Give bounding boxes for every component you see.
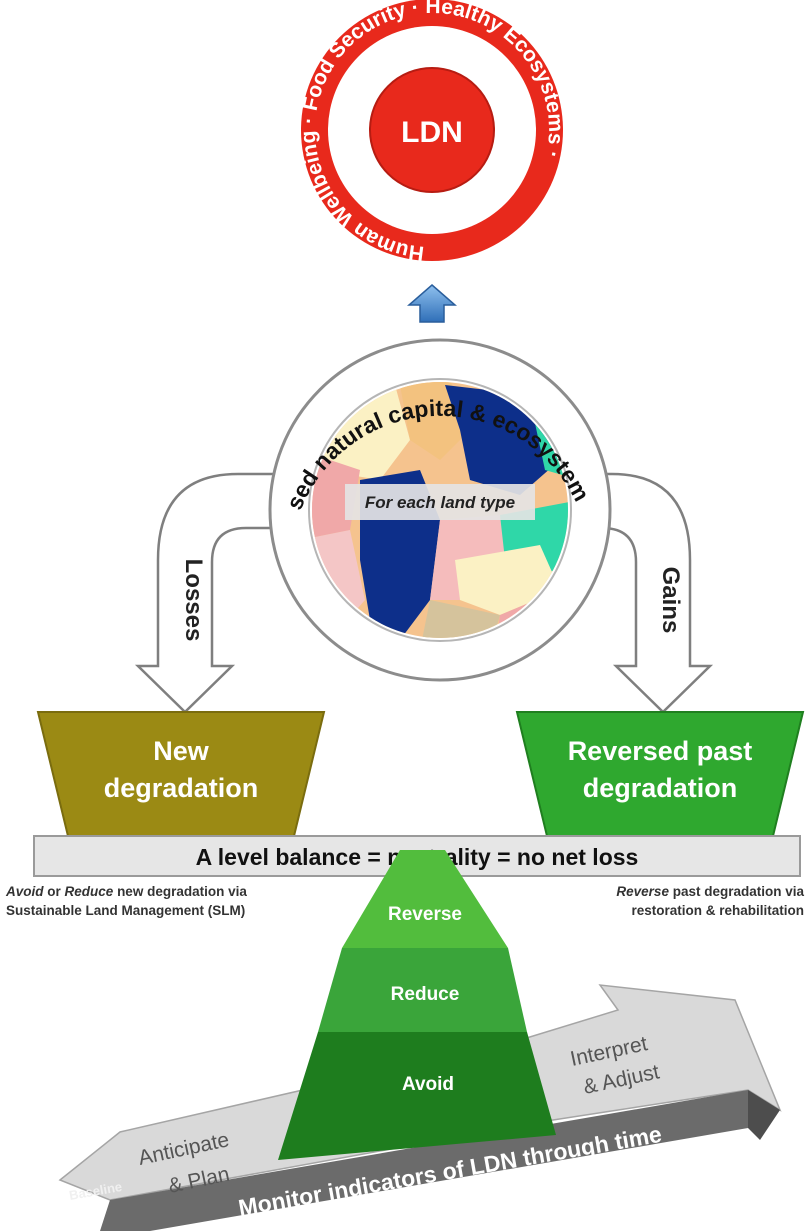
reversed-degradation-line2: degradation — [583, 773, 738, 803]
avoid-reduce-note: Avoid or Reduce new degradation via Sust… — [6, 882, 326, 920]
new-degradation-box: New degradation — [36, 711, 326, 837]
new-degradation-line2: degradation — [104, 773, 259, 803]
pyramid-reverse-label: Reverse — [388, 904, 462, 925]
response-pyramid: Reverse Reduce Avoid — [278, 850, 556, 1160]
reverse-em: Reverse — [616, 884, 669, 899]
gains-label: Gains — [657, 567, 684, 634]
gains-flow-arrow: Gains — [558, 472, 714, 714]
pyramid-level-reduce — [318, 948, 527, 1032]
new-degradation-line1: New — [153, 736, 210, 766]
note-right-rest: past degradation via — [668, 884, 804, 899]
pyramid-level-avoid — [278, 1032, 556, 1160]
avoid-reduce-note-line2: Sustainable Land Management (SLM) — [6, 903, 246, 918]
up-arrow — [406, 284, 458, 323]
pyramid-avoid-label: Avoid — [402, 1074, 454, 1095]
gains-arrow-shape — [558, 472, 714, 714]
land-type-label: For each land type — [365, 493, 515, 512]
note-or: or — [43, 884, 65, 899]
ldn-label: LDN — [401, 116, 463, 149]
up-arrow-icon — [406, 284, 458, 323]
reverse-note-line1: Reverse past degradation via — [560, 882, 804, 901]
reversed-degradation-line1: Reversed past — [568, 736, 753, 766]
ldn-target: LDN Human Wellbeing · Food Security · He… — [297, 0, 567, 265]
timeline-front-band — [100, 1090, 780, 1231]
timeline-arrow-tip — [748, 1090, 780, 1140]
pyramid-reduce-label: Reduce — [391, 984, 460, 1005]
pyramid-level-reverse — [342, 850, 508, 948]
avoid-reduce-note-line1: Avoid or Reduce new degradation via — [6, 882, 326, 901]
reverse-note: Reverse past degradation via restoration… — [560, 882, 804, 920]
target-center — [369, 67, 495, 193]
land-type-banner — [345, 484, 535, 520]
reduce-em: Reduce — [64, 884, 114, 899]
reversed-degradation-box: Reversed past degradation — [515, 711, 805, 837]
avoid-em: Avoid — [6, 884, 44, 899]
losses-arrow-shape — [134, 472, 322, 714]
losses-label: Losses — [180, 559, 207, 642]
note-left-rest: new degradation via — [113, 884, 247, 899]
losses-flow-arrow: Losses — [134, 472, 322, 714]
reverse-note-line2: restoration & rehabilitation — [631, 903, 804, 918]
